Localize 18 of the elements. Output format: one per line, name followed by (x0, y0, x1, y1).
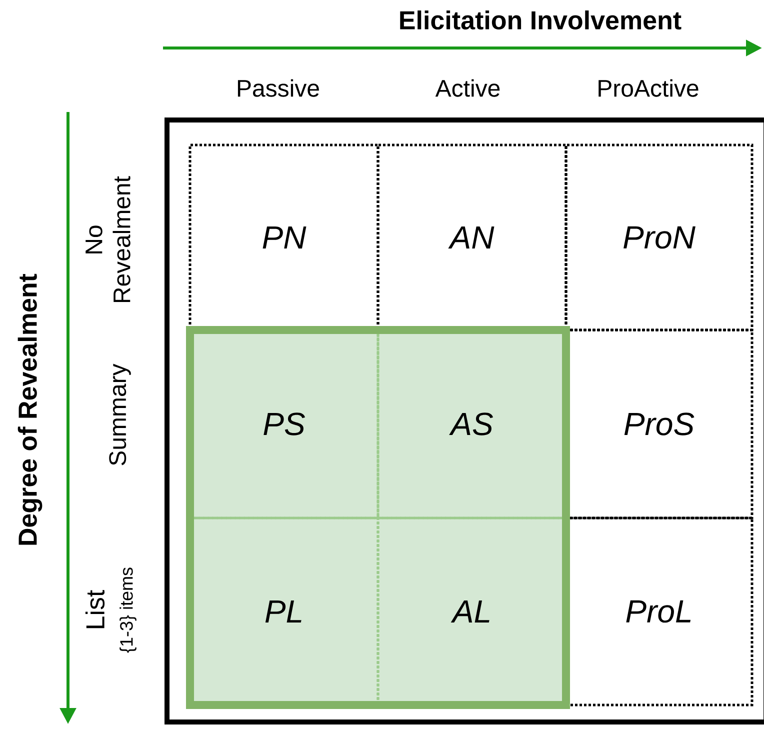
axis-label: Passive (238, 79, 319, 97)
grid-cell: ProN (564, 144, 754, 332)
axis-label: Summary (109, 364, 131, 466)
axis-label: List (85, 590, 105, 628)
axis-label: {1-3} items (120, 568, 136, 653)
grid-cell: ProL (564, 516, 754, 706)
axis-label: Degree of Revealment (18, 274, 42, 545)
axis-label: Active (435, 79, 500, 97)
grid-cell: PL (188, 516, 380, 706)
grid-cell: AN (376, 144, 568, 332)
grid-cell: AS (376, 328, 568, 520)
grid-cell: PS (188, 328, 380, 520)
grid-cell: ProS (564, 328, 754, 520)
axis-label: ProActive (598, 79, 698, 97)
grid-cell: AL (376, 516, 568, 706)
grid-cell: PN (188, 144, 380, 332)
axis-label: Elicitation Involvement (400, 10, 682, 30)
axis-label: No Revealment (86, 176, 130, 302)
